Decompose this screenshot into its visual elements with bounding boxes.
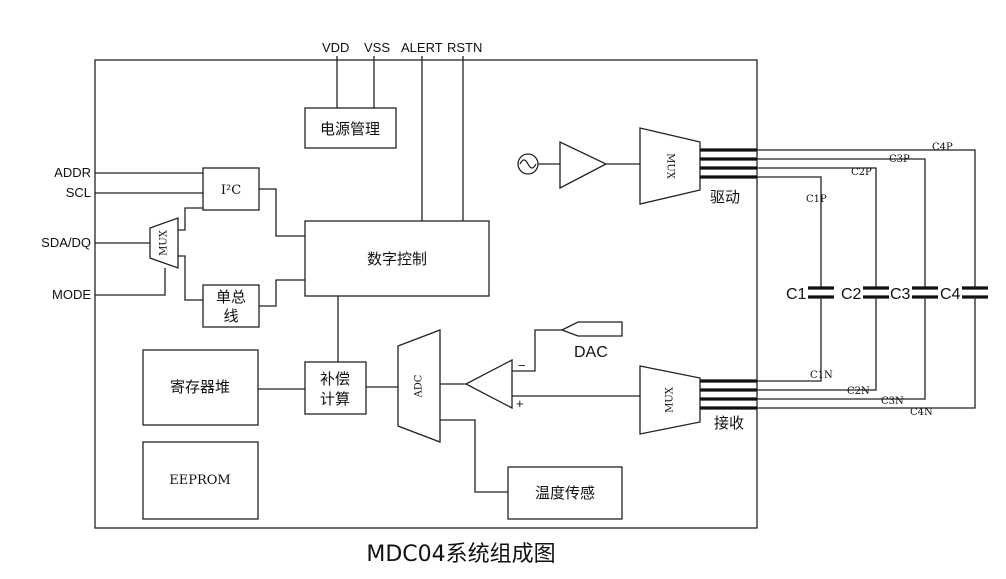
- temp-sensor-block: [507, 466, 623, 520]
- onewire-block: [202, 284, 260, 328]
- c3n-wire: [757, 297, 926, 400]
- dac-to-amp-line: [512, 329, 562, 372]
- c2p-label: C2P: [851, 167, 872, 178]
- pin-sda-label: SDA/DQ: [41, 235, 91, 250]
- dac-label: DAC: [574, 344, 608, 361]
- c4p-wire: [757, 149, 976, 288]
- pin-mode-label: MODE: [52, 287, 91, 302]
- eeprom-block: [142, 441, 259, 520]
- driver-amp: [559, 140, 608, 190]
- c1p-wire: [757, 176, 822, 288]
- temp-sensor-label: 温度传感: [535, 484, 595, 502]
- adc-label: ADC: [414, 374, 425, 398]
- diagram-title: MDC04系统组成图: [366, 542, 555, 567]
- c1n-label: C1N: [810, 370, 833, 381]
- i2c-label: I²C: [221, 183, 241, 198]
- compensation-label-line2: 计算: [320, 390, 350, 408]
- mux-recv-block: [639, 365, 701, 435]
- sine-source-icon: [517, 153, 539, 175]
- c1n-wire: [757, 297, 822, 382]
- register-file-block: [142, 349, 259, 426]
- onewire-label-line2: 线: [223, 307, 238, 325]
- c1p-label: C1P: [806, 194, 827, 205]
- capacitor-c4: [962, 286, 988, 299]
- power-management-block: [304, 107, 397, 149]
- mode-line: [95, 268, 166, 296]
- register-file-label: 寄存器堆: [170, 378, 230, 396]
- c3-label: C3: [890, 286, 911, 303]
- mux-recv-label: MUX: [665, 386, 676, 413]
- pin-scl-label: SCL: [66, 185, 91, 200]
- compensation-label-line1: 补偿: [320, 370, 350, 388]
- compensation-block: [304, 361, 367, 415]
- amp-minus-label: −: [518, 358, 526, 373]
- recv-label: 接收: [714, 414, 744, 432]
- c4-label: C4: [940, 286, 961, 303]
- c2n-wire: [757, 297, 877, 391]
- pin-rstn-label: RSTN: [447, 40, 482, 55]
- pin-alert-label: ALERT: [401, 40, 443, 55]
- power-management-label: 电源管理: [320, 120, 380, 138]
- capacitor-c1: [808, 286, 834, 299]
- dac-symbol: [560, 321, 623, 337]
- c1-label: C1: [786, 286, 807, 303]
- amp-plus-label: +: [516, 396, 524, 411]
- drive-label: 驱动: [710, 188, 740, 206]
- mux-left-block: [149, 217, 179, 269]
- pin-vss-label: VSS: [364, 40, 390, 55]
- c4n-wire: [757, 297, 976, 409]
- onewire-to-digital-line: [259, 279, 305, 307]
- c4p-label: C4P: [932, 142, 953, 153]
- c2p-wire: [757, 167, 877, 288]
- comparator-amp: [464, 358, 513, 410]
- mux-to-i2c-line: [178, 207, 203, 231]
- digital-control-block: [304, 220, 490, 297]
- capacitor-c2: [863, 286, 889, 299]
- mux-to-onewire-line: [178, 255, 203, 301]
- adc-block: [397, 329, 441, 443]
- pin-addr-label: ADDR: [54, 165, 91, 180]
- capacitor-c3: [912, 286, 938, 299]
- c3n-label: C3N: [881, 396, 904, 407]
- mux-left-label: MUX: [159, 229, 170, 256]
- c3p-label: C3P: [889, 154, 910, 165]
- i2c-to-digital-line: [259, 188, 305, 237]
- c3p-wire: [757, 158, 926, 288]
- onewire-label-line1: 单总: [216, 288, 246, 306]
- pin-vdd-label: VDD: [322, 40, 349, 55]
- mux-drive-label: MUX: [665, 153, 676, 180]
- adc-to-temp-line: [440, 419, 508, 493]
- c2-label: C2: [841, 286, 862, 303]
- eeprom-label: EEPROM: [169, 473, 230, 488]
- digital-control-label: 数字控制: [367, 250, 427, 268]
- c4n-label: C4N: [910, 407, 933, 418]
- mux-drive-block: [639, 127, 701, 205]
- c2n-label: C2N: [847, 386, 870, 397]
